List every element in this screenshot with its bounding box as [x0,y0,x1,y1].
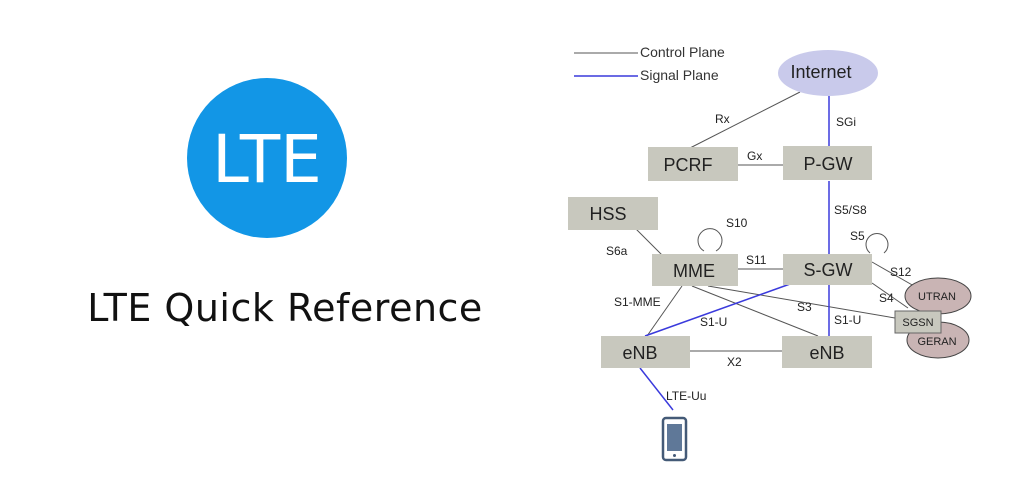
node-utran: UTRAN [904,277,972,315]
sgw-box [783,254,872,285]
label-gx: Gx [747,149,762,163]
smartphone-icon [661,416,688,462]
internet-cloud-icon [778,50,878,96]
phone-button [673,454,676,457]
pgw-label: P-GW [804,154,853,174]
node-enb-right: eNB [782,336,872,368]
label-s12: S12 [890,265,912,279]
label-s1-u-left: S1-U [700,315,727,329]
phone-screen [667,424,682,451]
enb-left-box [601,336,690,368]
phone-body [661,416,688,462]
node-sgw: S-GW [783,254,872,285]
enb-right-label: eNB [809,343,844,363]
link-lte-uu [639,367,674,411]
label-s1-mme: S1-MME [614,295,661,309]
label-s11: S11 [746,253,767,267]
interface-labels: Rx SGi Gx S5/S8 S10 S5 S6a S11 S12 S4 S1… [606,112,912,403]
app-logo-text: LTE [212,121,322,198]
sgw-label: S-GW [804,260,853,280]
mme-label: MME [673,261,715,281]
label-s5: S5 [850,229,865,243]
label-s5-s8: S5/S8 [834,203,867,217]
link-s3 [707,285,896,319]
enb-left-label: eNB [622,343,657,363]
legend-control-plane: Control Plane [640,44,725,60]
link-s1-u-left [644,283,791,337]
label-s4: S4 [879,291,894,305]
node-pcrf: PCRF [648,147,738,181]
label-s6a: S6a [606,244,628,258]
pgw-box [783,146,872,180]
pcrf-box [648,147,738,181]
node-internet: Internet [778,50,878,96]
link-s6a [635,228,663,256]
loop-s10 [697,228,723,252]
app-title: LTE Quick Reference [87,286,483,330]
app-logo [187,78,347,238]
link-s12 [871,261,915,287]
sgsn-label: SGSN [902,317,933,329]
label-s1-u-right: S1-U [834,313,861,327]
hss-label: HSS [589,204,626,224]
node-hss: HSS [568,197,658,230]
link-rx [689,91,801,149]
legend-signal-plane: Signal Plane [640,67,719,83]
label-s3: S3 [797,300,812,314]
logo-lte-text: LTE [212,121,322,198]
label-s10: S10 [726,216,748,230]
loop-s5 [865,233,889,254]
label-lte-uu: LTE-Uu [666,389,706,403]
link-s1-mme [646,285,683,337]
utran-label: UTRAN [918,291,956,303]
node-sgsn: SGSN [894,310,942,334]
node-pgw: P-GW [783,146,872,180]
node-enb-left: eNB [601,336,690,368]
signal-plane-links [639,96,830,411]
mme-box [652,254,738,286]
link-s4 [871,282,909,309]
hss-box [568,197,658,230]
geran-label: GERAN [917,336,956,348]
pcrf-label: PCRF [664,155,713,175]
label-rx: Rx [715,112,730,126]
internet-label: Internet [790,62,851,82]
enb-right-box [782,336,872,368]
label-sgi: SGi [836,115,856,129]
node-mme: MME [652,254,738,286]
sgsn-box [894,310,942,334]
link-mme-enb2 [691,285,819,337]
control-plane-links [635,91,939,352]
label-x2: X2 [727,355,742,369]
legend: Control Plane Signal Plane [574,44,725,83]
